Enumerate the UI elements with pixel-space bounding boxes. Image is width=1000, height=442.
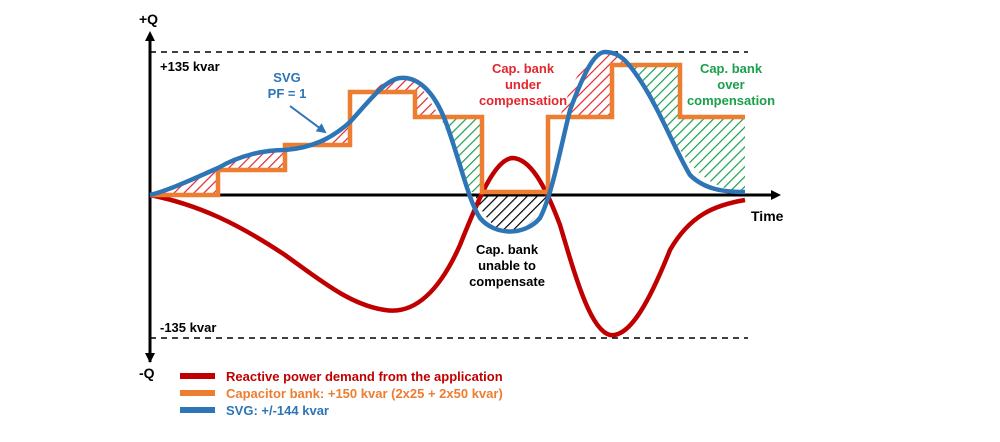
legend: Reactive power demand from the applicati… <box>180 369 503 418</box>
reactive-demand-curve <box>149 155 746 338</box>
unable-to-compensate-area <box>475 195 548 232</box>
y-positive-label: +Q <box>139 11 158 27</box>
over-comp-line2: over <box>717 77 744 92</box>
unable-line1: Cap. bank <box>476 242 539 257</box>
unable-line2: unable to <box>478 258 536 273</box>
unable-line3: compensate <box>469 274 545 289</box>
svg-pf-line2: PF = 1 <box>268 86 307 101</box>
svg-pf-arrow <box>289 105 327 134</box>
x-axis-label: Time <box>751 208 784 224</box>
lower-limit-label: -135 kvar <box>160 320 216 335</box>
y-negative-label: -Q <box>139 365 155 381</box>
over-comp-line3: compensation <box>687 93 775 108</box>
under-compensation-area-4 <box>370 78 440 117</box>
under-compensation-annotation: Cap. bank under compensation <box>479 61 567 108</box>
under-compensation-area-2 <box>218 150 285 170</box>
unable-to-compensate-annotation: Cap. bank unable to compensate <box>469 242 545 289</box>
under-comp-line1: Cap. bank <box>492 61 555 76</box>
svg-compensation-curve <box>149 49 746 234</box>
under-comp-line2: under <box>505 77 541 92</box>
upper-limit-label: +135 kvar <box>160 59 220 74</box>
under-comp-line3: compensation <box>479 93 567 108</box>
legend-label-svg: SVG: +/-144 kvar <box>226 403 329 418</box>
hatched-regions <box>150 51 745 232</box>
capacitor-bank-step-line <box>150 62 745 198</box>
legend-label-capacitor: Capacitor bank: +150 kvar (2x25 + 2x50 k… <box>226 386 503 401</box>
svg-pf-annotation: SVG PF = 1 <box>268 70 327 134</box>
svg-pf-line1: SVG <box>273 70 300 85</box>
over-compensation-annotation: Cap. bank over compensation <box>687 61 775 108</box>
over-comp-line1: Cap. bank <box>700 61 763 76</box>
over-compensation-area-2 <box>628 65 745 192</box>
under-compensation-area-1 <box>150 170 218 195</box>
legend-label-demand: Reactive power demand from the applicati… <box>226 369 503 384</box>
under-compensation-area-5 <box>560 52 612 117</box>
under-compensation-area-6 <box>600 51 628 65</box>
